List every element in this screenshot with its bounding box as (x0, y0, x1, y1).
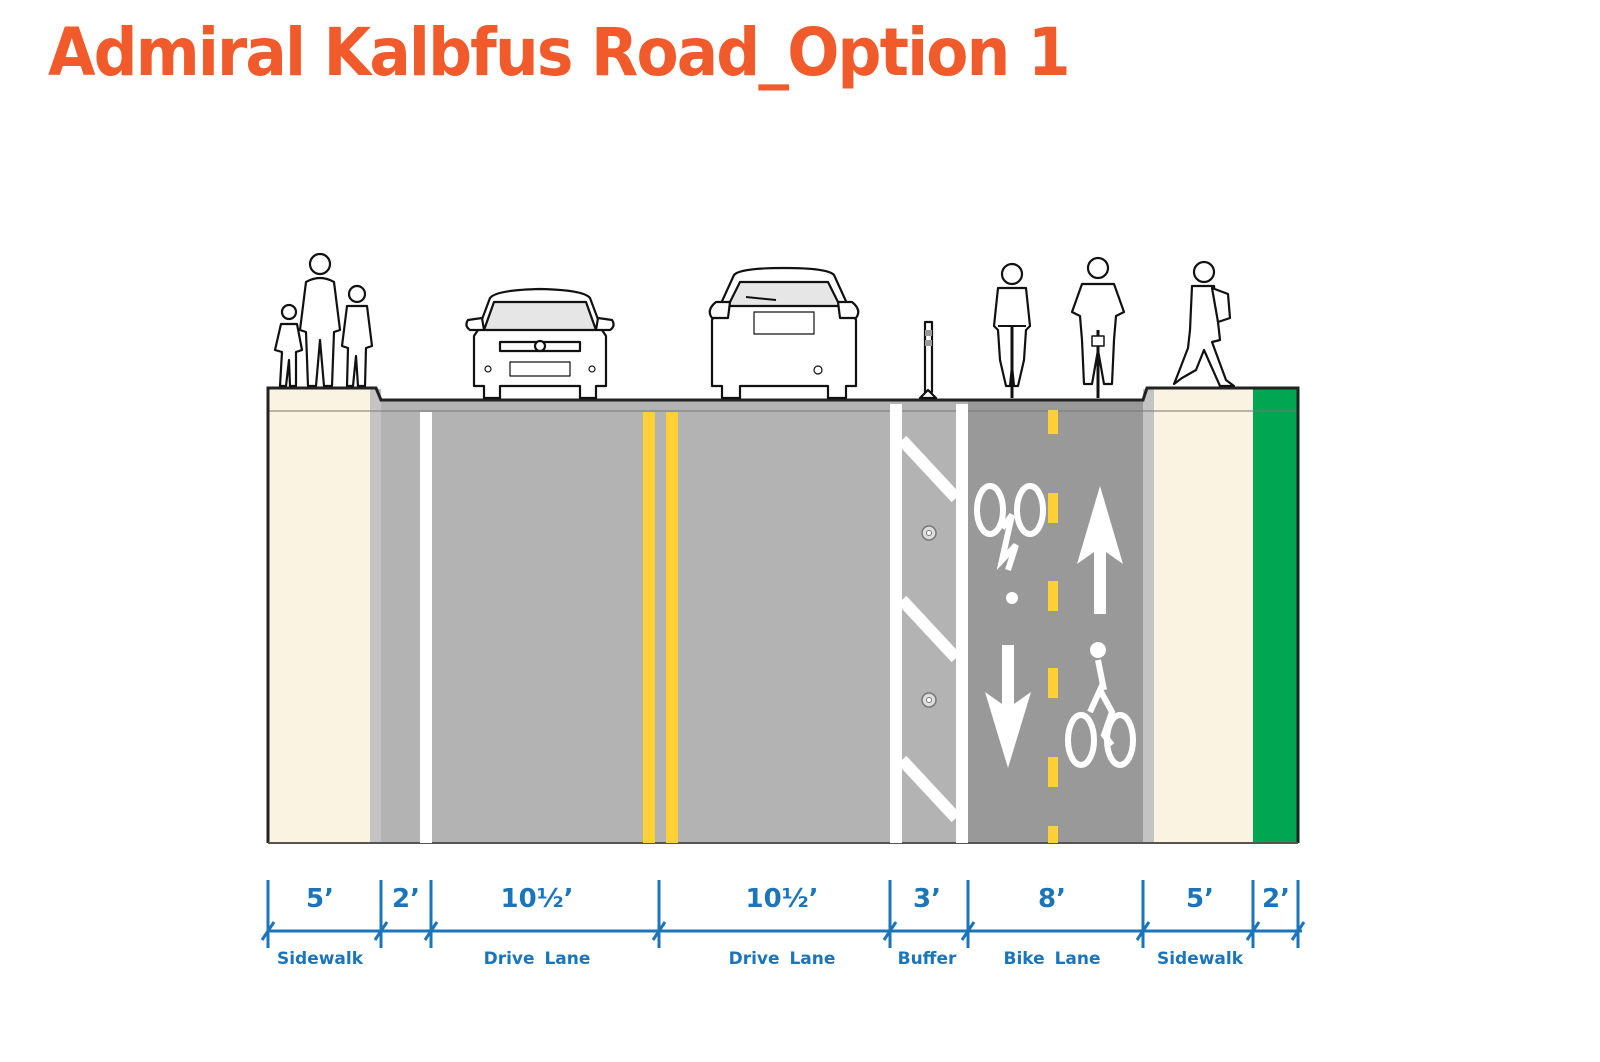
label-bike-lane: Bike Lane (1003, 949, 1101, 969)
street-profile-outline (266, 386, 1300, 843)
dimension-sidewalk-right: 5’ (1186, 884, 1214, 914)
label-drive-lane-1: Drive Lane (483, 949, 591, 969)
buffer-line-left (890, 404, 902, 843)
curb-right (1143, 389, 1154, 843)
double-yellow-line-2 (666, 412, 678, 843)
dimension-bike-lane: 8’ (1038, 884, 1066, 914)
drive-lanes (381, 400, 890, 843)
sedan-front-view-icon (465, 287, 615, 400)
pedestrian-family-icon (273, 252, 374, 388)
dimension-buffer-left: 2’ (392, 884, 420, 914)
delineator-post-icon (918, 320, 938, 400)
dimension-slashes (260, 921, 1306, 941)
bike-symbol-icon (1065, 642, 1136, 768)
buffer-hatching (897, 435, 961, 823)
dimension-ticks (266, 880, 1300, 948)
sidewalk-left (268, 389, 370, 843)
dimension-buffer: 3’ (913, 884, 941, 914)
cyclist-rear-view-icon (1070, 256, 1126, 398)
street-surface (266, 386, 1300, 844)
curb-left (370, 389, 381, 843)
dimension-drive-lane-2: 10½’ (745, 884, 819, 914)
dimension-sidewalk-left: 5’ (306, 884, 334, 914)
cyclist-front-view-icon (992, 262, 1032, 398)
label-sidewalk-left: Sidewalk (276, 949, 364, 969)
pavement-marker-icons (921, 525, 937, 708)
pavement-markings (420, 404, 1136, 843)
sidewalk-right (1154, 389, 1253, 843)
page-title: Admiral Kalbfus Road_Option 1 (48, 14, 1071, 91)
label-drive-lane-2: Drive Lane (728, 949, 836, 969)
dimension-drive-lane-1: 10½’ (500, 884, 574, 914)
planting-strip (1253, 389, 1298, 843)
bike-symbol-inverted-icon (974, 483, 1046, 604)
label-buffer: Buffer (897, 949, 957, 969)
dimension-planting-strip: 2’ (1262, 884, 1290, 914)
pedestrian-walking-icon (1172, 260, 1236, 388)
buffer-line-right (956, 404, 968, 843)
label-sidewalk-right: Sidewalk (1156, 949, 1244, 969)
arrow-down-icon (985, 645, 1031, 768)
dashed-yellow-centerline (1048, 410, 1058, 843)
suv-rear-view-icon (708, 266, 860, 400)
arrow-up-icon (1077, 486, 1123, 614)
dimension-line (260, 880, 1306, 948)
double-yellow-line-1 (643, 412, 655, 843)
white-edge-line (420, 412, 432, 843)
